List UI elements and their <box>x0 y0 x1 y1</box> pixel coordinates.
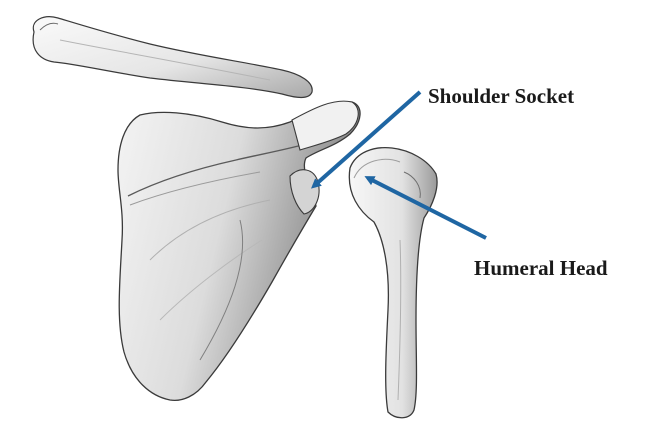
shoulder-socket-label: Shoulder Socket <box>428 86 574 107</box>
scapula-bone-illustration <box>118 101 360 400</box>
humeral-head-label: Humeral Head <box>474 258 608 279</box>
humerus-bone-illustration <box>349 148 437 418</box>
clavicle-bone-illustration <box>33 17 312 98</box>
